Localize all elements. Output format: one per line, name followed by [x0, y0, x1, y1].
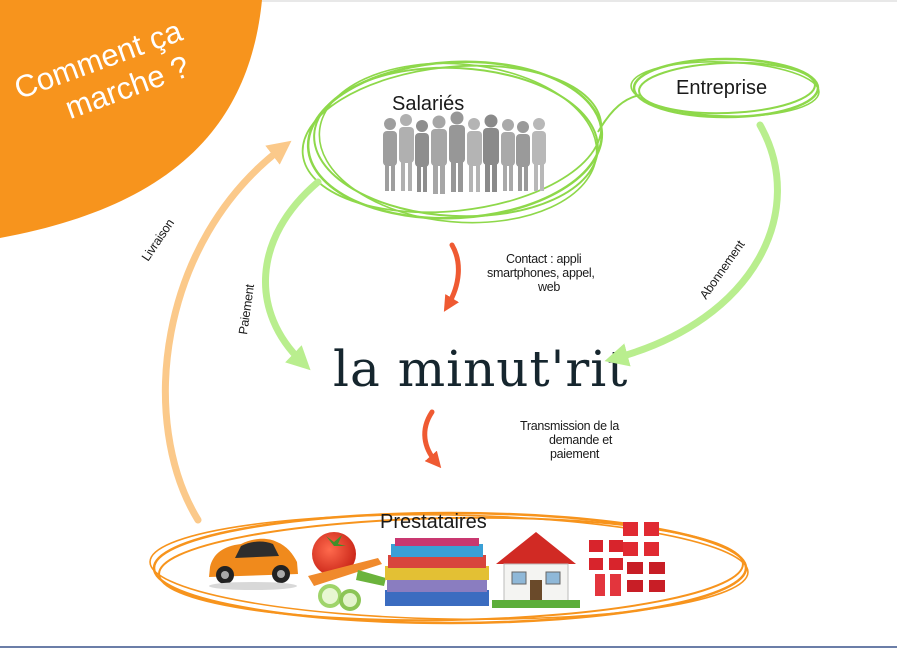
gifts-icon — [589, 522, 665, 596]
paiement-label: Paiement — [236, 283, 257, 336]
paiement-arrow — [262, 178, 322, 371]
contact-label: Contact : appli smartphones, appel, web — [487, 252, 595, 294]
entreprise-label: Entreprise — [676, 77, 767, 99]
contact-arrow — [443, 242, 461, 312]
contact-label-line2: smartphones, appel, — [487, 266, 595, 280]
salaries-entreprise-link — [597, 94, 641, 133]
prestataires-node — [149, 511, 749, 625]
abonnement-label: Abonnement — [697, 237, 748, 301]
car-icon — [209, 538, 298, 590]
transmission-arrow — [422, 409, 442, 469]
people-silhouette-icon — [383, 111, 546, 194]
brand-logo: la minut'rit — [333, 340, 628, 398]
contact-label-line1: Contact : appli — [506, 252, 581, 266]
transmission-label-line2: demande et — [549, 433, 613, 447]
corner-badge: Comment ça marche ? — [0, 0, 262, 238]
laundry-icon — [385, 538, 489, 606]
salaries-node — [301, 60, 604, 224]
contact-label-line3: web — [537, 280, 560, 294]
transmission-label: Transmission de la demande et paiement — [520, 419, 620, 461]
livraison-arrow — [161, 140, 292, 524]
transmission-label-line3: paiement — [550, 447, 600, 461]
house-icon — [492, 528, 580, 608]
prestataires-label: Prestataires — [380, 511, 487, 533]
salaries-label: Salariés — [392, 93, 464, 115]
livraison-label: Livraison — [139, 216, 177, 263]
vegetables-icon — [308, 532, 386, 611]
abonnement-arrow — [604, 121, 781, 367]
transmission-label-line1: Transmission de la — [520, 419, 619, 433]
entreprise-node — [630, 57, 820, 119]
